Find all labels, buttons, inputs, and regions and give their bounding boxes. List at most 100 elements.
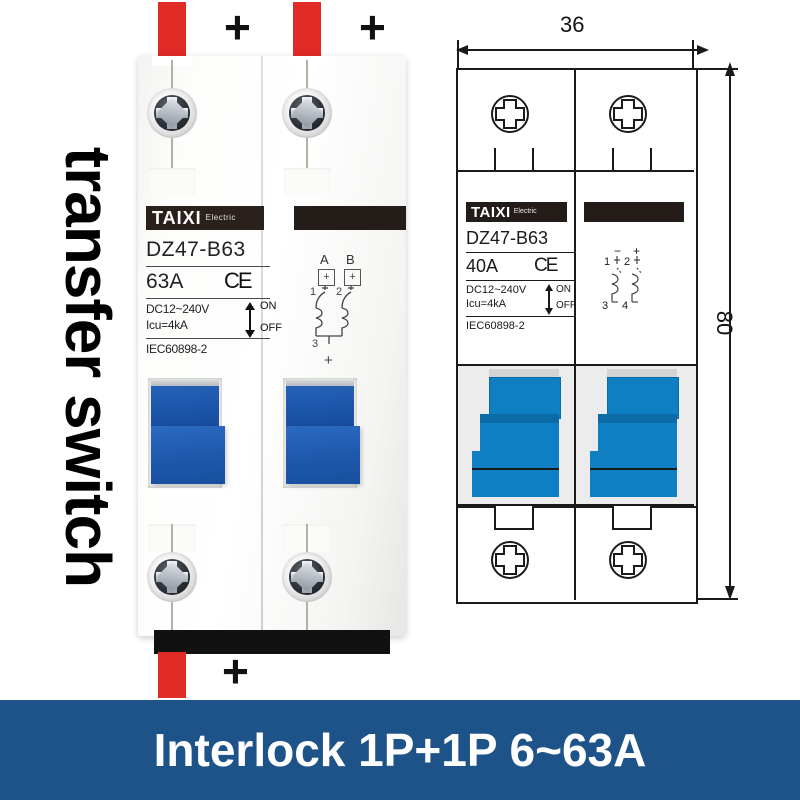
schematic-contacts-icon [315,285,354,344]
product-label: TAIXI Electric DZ47-B63 63A CE DC12~240V… [142,200,406,370]
drawing-up-down-arrow-icon [545,284,553,315]
drawing-on-label: ON [556,284,571,295]
drawing-top-right-screw-icon [609,95,647,133]
drawing-schematic-terminal-4: 4 [622,300,629,312]
ce-mark: CE [224,268,253,293]
drawing-schematic-polarity-left: − [614,244,622,258]
drawing-brand-suffix: Electric [513,208,537,215]
label-rule-2 [146,298,270,299]
drawing-toggle-upper-left[interactable] [489,377,561,419]
height-dimension-arrow [725,62,735,600]
drawing-bottom-right-notch [612,506,652,530]
technical-drawing: 36 80 [440,0,800,660]
drawing-toggle-lower-left[interactable] [480,423,559,451]
drawing-schematic-contacts-icon [611,256,643,303]
model-text: DZ47-B63 [146,238,246,261]
bottom-wire [158,652,186,698]
schematic-terminal-2: 2 [336,286,343,298]
vertical-caption: transfer switch [52,146,124,588]
drawing-toggle-band-left [480,414,559,423]
drawing-top-left-notch [494,148,534,172]
top-right-screw-terminal [282,88,332,138]
drawing-toggle-cap-right [607,369,677,377]
drawing-bottom-right-screw-icon [609,541,647,579]
drawing-schematic-terminal-3: 3 [602,300,609,312]
drawing-top-left-screw-icon [491,95,529,133]
schematic-bottom-plus: + [324,352,333,369]
width-ext-line-left [457,40,459,70]
drawing-brand-logo: TAIXI Electric [466,202,567,222]
drawing-blank-dark-panel [584,202,684,222]
drawing-toggle-foot-line-right [590,468,677,470]
width-dimension-arrow [456,45,709,55]
top-left-notch [149,168,195,196]
top-left-wire [158,2,186,60]
drawing-toggle-cap-left [489,369,559,377]
drawing-label: TAIXI Electric DZ47-B63 40A CE DC12~240V… [456,172,694,364]
height-ext-line-bottom [692,598,738,600]
drawing-off-label: OFF [556,300,576,311]
product-schematic: A B + + 1 2 [310,252,402,369]
drawing-pole-divider [574,68,576,600]
up-down-arrow-icon [245,302,255,338]
drawing-toggle-upper-right[interactable] [607,377,679,419]
drawing-standard-text: IEC60898-2 [466,320,525,332]
label-rule-3 [146,338,270,339]
blank-dark-panel [294,206,406,230]
drawing-rule-1 [466,252,574,253]
breaking-capacity-text: Icu=4kA [146,318,188,332]
drawing-schematic-terminal-2: 2 [624,256,631,268]
drawing-toggle-foot-line-left [472,468,559,470]
schematic-terminal-1: 1 [310,286,317,298]
drawing-hline-lower [456,504,694,506]
connecting-busbar [154,630,390,654]
top-right-notch [284,168,330,196]
top-left-screw-terminal [147,88,197,138]
label-rule-1 [146,266,270,267]
drawing-top-right-notch [612,148,652,172]
toggle-lever-right[interactable] [283,378,360,488]
toggle-lever-left[interactable] [148,378,225,488]
drawing-toggle-lower-right[interactable] [598,423,677,451]
top-left-plus-symbol: + [224,1,251,53]
off-label: OFF [260,322,282,334]
schematic-terminal-3: 3 [312,338,319,350]
bottom-right-screw-terminal [282,552,332,602]
brand-name: TAIXI [152,208,202,228]
drawing-ce-mark: CE [534,255,558,276]
brand-suffix: Electric [205,212,236,222]
drawing-model-text: DZ47-B63 [466,228,549,248]
height-ext-line-top [692,68,738,70]
drawing-schematic: − + 1 2 3 4 [600,244,674,344]
width-dimension-label: 36 [560,12,585,37]
standard-text: IEC60898-2 [146,342,208,356]
drawing-pole-divider-mid [574,364,576,504]
drawing-brand-name: TAIXI [471,203,511,221]
drawing-bottom-left-notch [494,506,534,530]
product-banner: Interlock 1P+1P 6~63A [0,700,800,800]
drawing-voltage-text: DC12~240V [466,284,527,296]
drawing-current-rating-text: 40A [466,256,499,276]
current-rating-text: 63A [146,270,184,293]
product-photo: + + TAIXI Electric DZ47-B63 63A [128,0,428,698]
drawing-breaking-capacity-text: Icu=4kA [466,298,507,310]
drawing-toggle-band-right [598,414,677,423]
drawing-schematic-terminal-1: 1 [604,256,611,268]
drawing-bottom-left-screw-icon [491,541,529,579]
drawing-schematic-polarity-right: + [633,244,641,258]
schematic-pole-a-label: A [320,252,329,267]
bottom-left-screw-terminal [147,552,197,602]
banner-text: Interlock 1P+1P 6~63A [153,724,647,776]
drawing-rule-2 [466,280,574,281]
width-ext-line-right [692,40,694,70]
drawing-toggle-foot-right [590,451,677,497]
schematic-terminal-a-box: + [318,269,335,286]
schematic-terminal-b-box: + [344,269,361,286]
drawing-rule-3 [466,316,574,317]
voltage-text: DC12~240V [146,302,210,316]
on-label: ON [260,300,277,312]
drawing-hline-upper [456,170,694,172]
brand-logo: TAIXI Electric [146,206,264,230]
schematic-pole-b-label: B [346,252,355,267]
